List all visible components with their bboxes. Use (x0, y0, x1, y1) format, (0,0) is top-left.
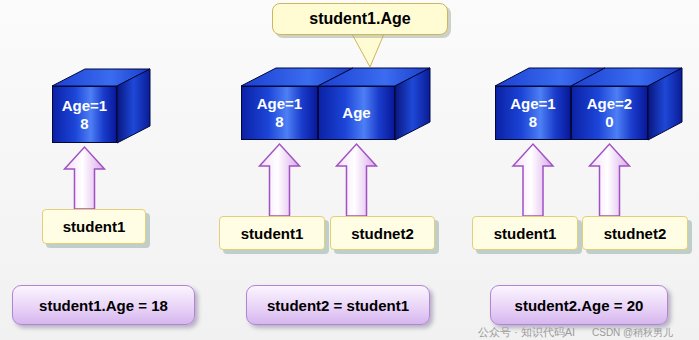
field-value: Age=20 (585, 95, 635, 131)
node-text: student1 (494, 225, 557, 242)
object-cube: Age=18 (52, 86, 117, 143)
node-text: studnet2 (351, 225, 414, 242)
variable-tag: student1 (472, 216, 578, 250)
callout-tail (352, 34, 384, 67)
cube-depth (52, 68, 682, 143)
watermark: 公众号 · 知识代码AI (478, 325, 575, 340)
field-value: Age=18 (255, 95, 305, 131)
reference-arrow (337, 144, 377, 216)
field-value: Age=18 (508, 95, 558, 131)
node-text: studnet2 (604, 225, 667, 242)
reference-arrow (65, 147, 105, 209)
reference-arrow (260, 144, 300, 216)
object-cube: Age=18 (495, 86, 571, 140)
node-text: student2 = student1 (267, 297, 409, 314)
watermark: CSDN @稍秋男儿 (592, 326, 673, 340)
field-value: Age (342, 104, 370, 122)
object-cube: Age=20 (571, 86, 648, 140)
code-statement: student2 = student1 (246, 285, 430, 325)
node-text: student1.Age (309, 10, 410, 28)
node-text: student1.Age = 18 (39, 297, 168, 314)
field-value: Age=18 (60, 97, 110, 133)
reference-arrow (513, 144, 553, 216)
code-statement: student2.Age = 20 (490, 285, 668, 325)
node-text: student2.Age = 20 (515, 297, 644, 314)
node-text: student1 (241, 225, 304, 242)
object-cube: Age=18 (241, 86, 318, 140)
variable-tag: student1 (42, 209, 146, 244)
variable-tag: studnet2 (582, 216, 688, 250)
callout-bubble: student1.Age (272, 3, 448, 35)
variable-tag: studnet2 (330, 216, 435, 250)
code-statement: student1.Age = 18 (12, 285, 195, 325)
node-text: student1 (63, 218, 126, 235)
reference-arrow (590, 144, 630, 216)
variable-tag: student1 (219, 216, 325, 250)
object-cube: Age (318, 86, 395, 140)
